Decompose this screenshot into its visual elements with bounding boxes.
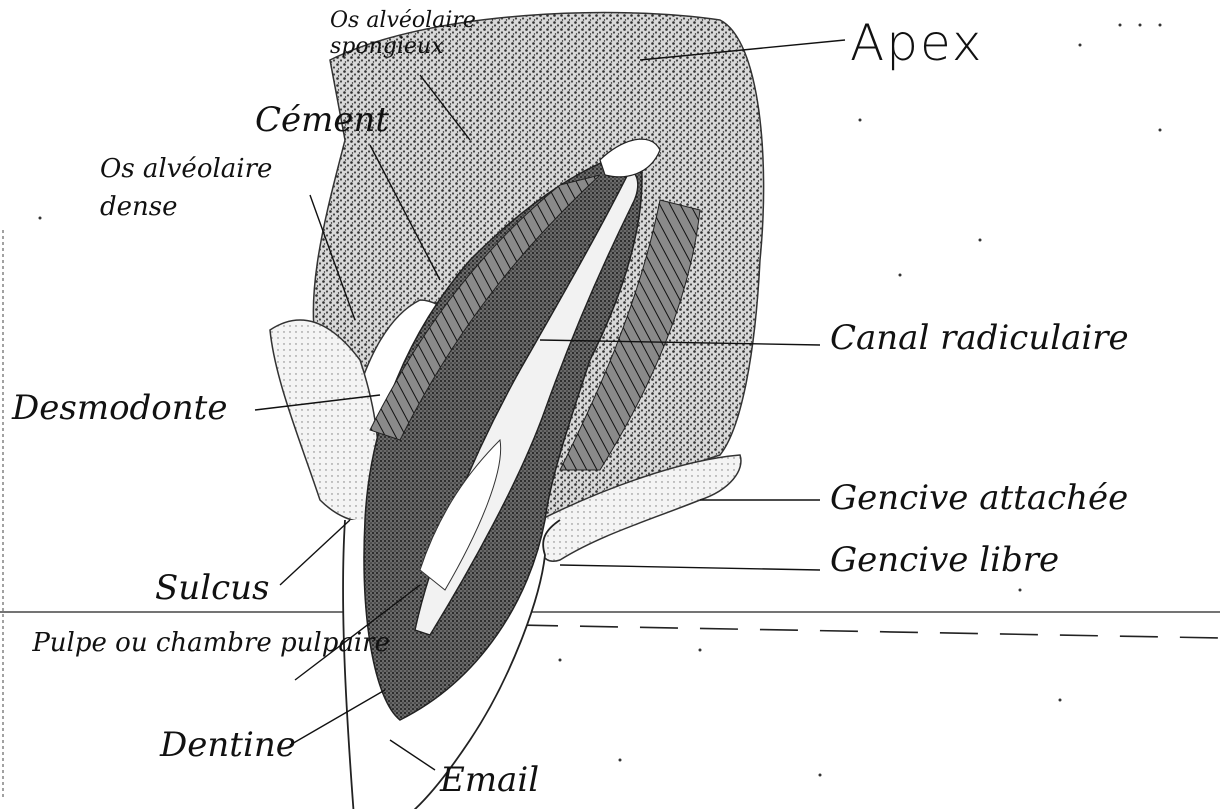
label-apex: Apex	[850, 14, 983, 72]
label-canal-radiculaire: Canal radiculaire	[830, 318, 1129, 358]
reference-dashed-line	[460, 624, 1220, 638]
label-sulcus: Sulcus	[155, 568, 269, 608]
gencive-libre-leader	[560, 565, 820, 570]
label-gencive-libre: Gencive libre	[830, 540, 1059, 580]
label-dentine: Dentine	[160, 725, 296, 765]
sulcus-leader	[280, 520, 350, 585]
label-os-spongieux: Os alvéolaire spongieux	[330, 8, 560, 60]
label-pulpe: Pulpe ou chambre pulpaire	[10, 625, 390, 661]
label-cement: Cément	[255, 100, 389, 140]
label-gencive-attachee: Gencive attachée	[830, 478, 1128, 518]
label-email: Email	[440, 760, 539, 800]
label-desmodonte: Desmodonte	[12, 388, 227, 428]
label-os-dense: Os alvéolaire dense	[100, 150, 330, 226]
